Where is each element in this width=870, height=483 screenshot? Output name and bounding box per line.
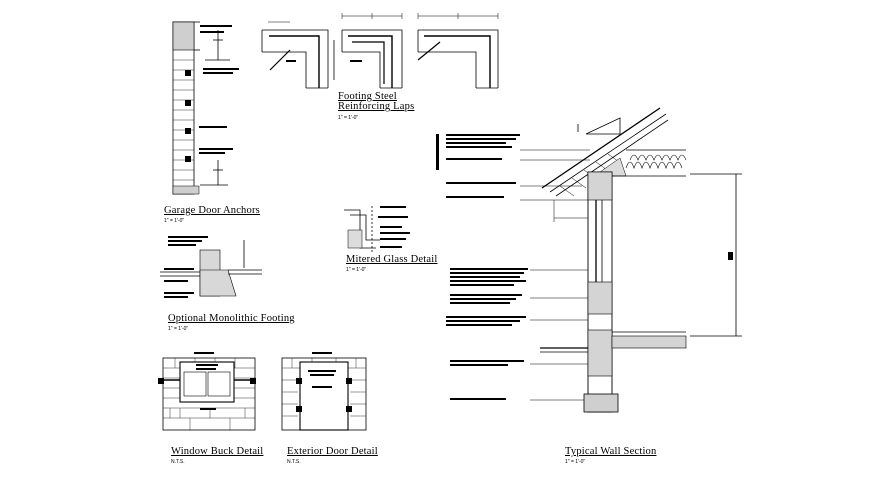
- monolithic-footing-title: Optional Monolithic Footing: [168, 313, 295, 324]
- typical-wall-section-drawing: [436, 107, 742, 413]
- exterior-door-title: Exterior Door Detail: [287, 446, 378, 457]
- garage-door-anchors-drawing: [172, 21, 239, 195]
- window-buck-title: Window Buck Detail: [171, 446, 264, 457]
- window-buck-drawing: [158, 352, 256, 431]
- mitered-glass-title: Mitered Glass Detail: [346, 254, 438, 265]
- garage-door-anchors-title: Garage Door Anchors: [164, 205, 260, 216]
- monolithic-footing-drawing: [160, 236, 262, 298]
- footing-steel-scale: 1" = 1'-0": [338, 115, 359, 121]
- garage-door-anchors-scale: 1" = 1'-0": [164, 218, 185, 224]
- exterior-door-drawing: [281, 352, 367, 431]
- footing-steel-title: Footing Steel Reinforcing Laps: [338, 91, 458, 112]
- mitered-glass-drawing: [344, 206, 410, 252]
- typical-wall-section-scale: 1" = 1'-0": [565, 459, 586, 465]
- window-buck-scale: N.T.S.: [171, 459, 185, 465]
- mitered-glass-scale: 1" = 1'-0": [346, 267, 367, 273]
- footing-steel-title-line2: Reinforcing Laps: [338, 101, 415, 112]
- monolithic-footing-scale: 1" = 1'-0": [168, 326, 189, 332]
- footing-steel-drawing: [261, 13, 499, 89]
- footing-steel-title-line1: Footing Steel: [338, 91, 397, 102]
- exterior-door-scale: N.T.S.: [287, 459, 301, 465]
- typical-wall-section-title: Typical Wall Section: [565, 446, 657, 457]
